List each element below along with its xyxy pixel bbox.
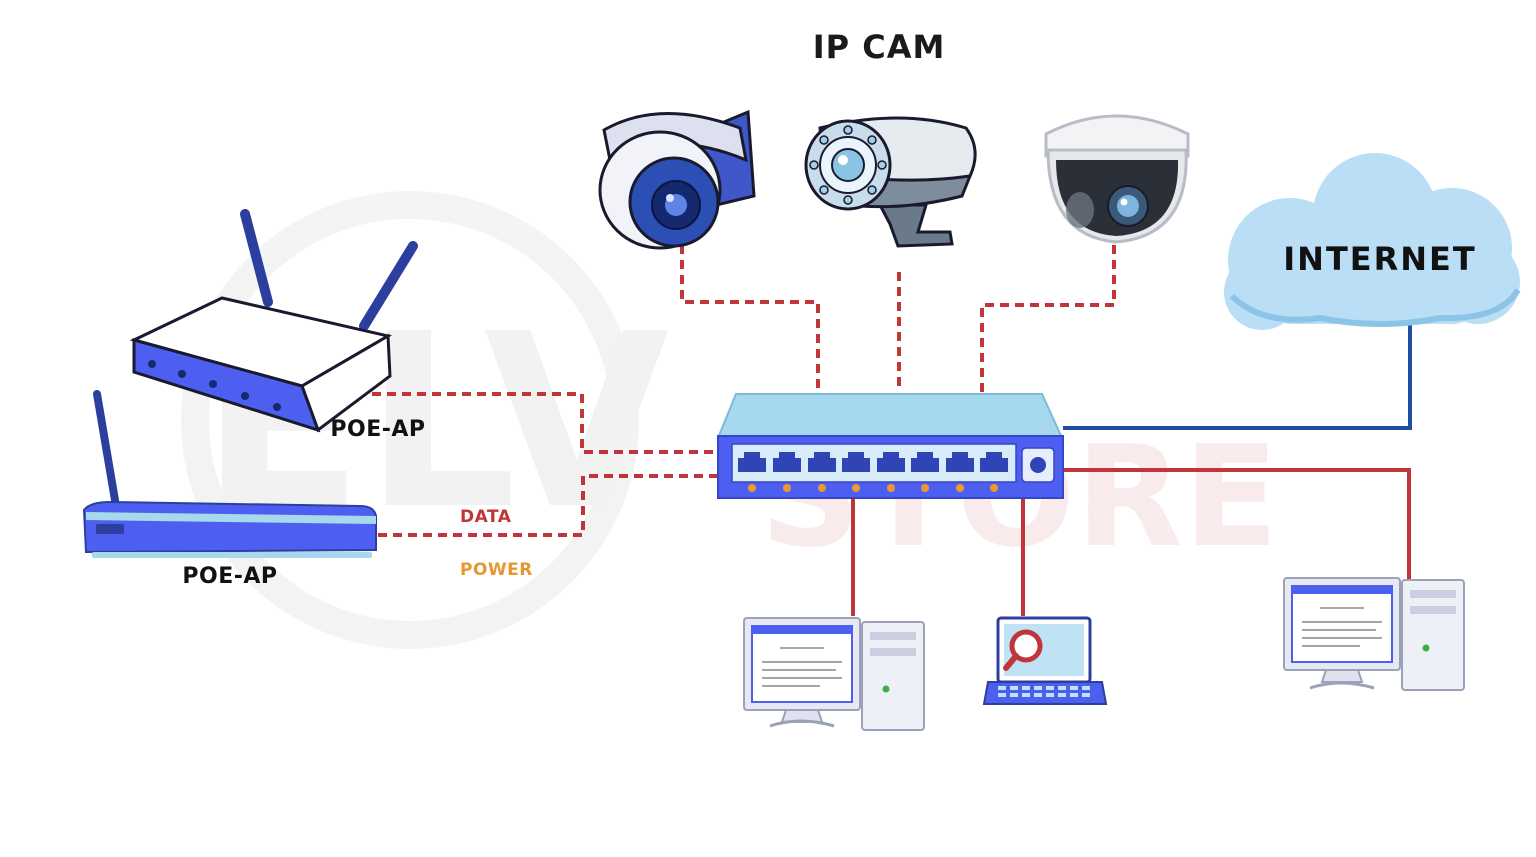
internet-cloud-icon — [1224, 153, 1521, 330]
diagram-title: IP CAM — [813, 28, 946, 66]
poe-ap-flat-icon — [82, 390, 377, 558]
camera-bullet-icon — [804, 116, 977, 248]
link-camera-1 — [680, 245, 820, 392]
camera-dome-icon — [1044, 114, 1190, 244]
connection-lines — [372, 245, 1412, 616]
legend-power-label: POWER — [460, 560, 533, 580]
poe-switch-icon — [716, 393, 1064, 499]
link-internet — [1063, 322, 1412, 430]
internet-label: INTERNET — [1283, 240, 1476, 278]
watermark-ring — [181, 191, 639, 649]
legend-data-label: DATA — [460, 507, 512, 527]
desktop-computer-2-icon — [1283, 577, 1465, 691]
poe-ap-bottom-label: POE-AP — [182, 564, 277, 589]
link-ap-top — [372, 392, 720, 454]
link-computer-2 — [1063, 468, 1411, 580]
poe-ap-router-icon — [129, 209, 418, 433]
link-ap-bottom — [378, 474, 720, 537]
camera-wall-dome-icon — [598, 109, 756, 250]
poe-ap-top-label: POE-AP — [330, 417, 425, 442]
link-camera-3 — [980, 245, 1116, 392]
laptop-icon — [982, 616, 1108, 705]
desktop-computer-1-icon — [743, 617, 925, 731]
